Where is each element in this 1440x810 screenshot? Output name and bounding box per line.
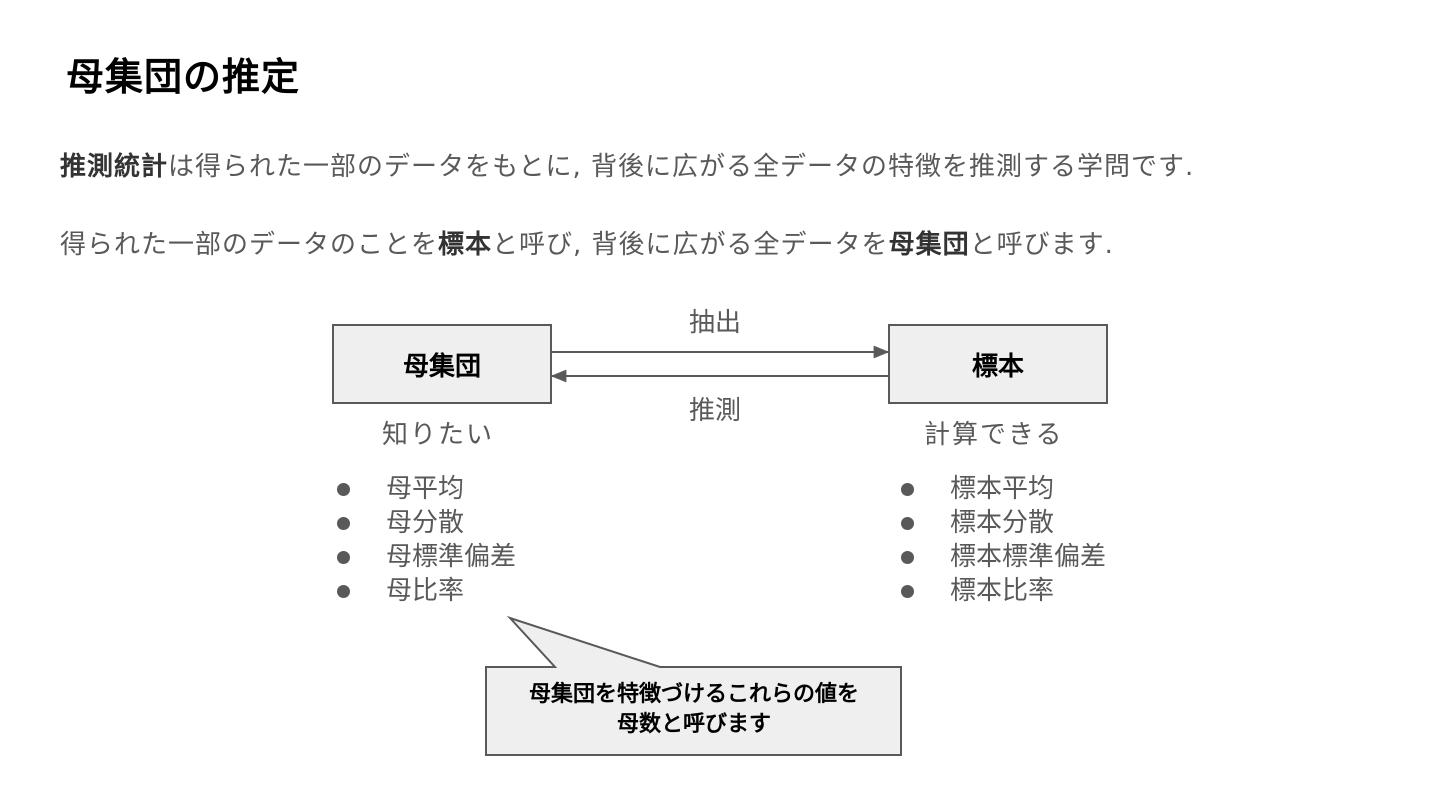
callout-bubble [485,615,902,756]
bullet-icon [901,551,914,564]
population-box: 母集団 [332,324,552,404]
list-item: 標本比率 [898,574,1106,608]
arrow-label-infer: 推測 [689,396,742,426]
bullet-icon [337,483,350,496]
bullet-icon [337,517,350,530]
sample-caption: 計算できる [924,420,1064,450]
intro-text-2b: と呼び, 背後に広がる全データを [492,230,889,260]
term-sample: 標本 [438,230,493,260]
list-item: 標本標準偏差 [898,540,1106,574]
arrow-label-extract: 抽出 [689,308,742,338]
bullet-icon [337,551,350,564]
population-caption: 知りたい [382,420,495,450]
list-item: 母標準偏差 [334,540,516,574]
list-item: 母分散 [334,506,516,540]
list-item: 標本分散 [898,506,1106,540]
intro-text-2c: と呼びます. [969,230,1114,260]
page-title: 母集団の推定 [66,55,301,99]
bullet-icon [901,585,914,598]
sample-box: 標本 [888,324,1108,404]
intro-text-2a: 得られた一部のデータのことを [60,230,439,260]
intro-paragraph-2: 得られた一部のデータのことを標本と呼び, 背後に広がる全データを母集団と呼びます… [60,224,1114,261]
callout-line-1: 母集団を特徴づけるこれらの値を [528,682,859,707]
list-item: 母比率 [334,574,516,608]
sample-statistic-list: 標本平均 標本分散 標本標準偏差 標本比率 [898,472,1106,608]
callout-text: 母集団を特徴づけるこれらの値を 母数と呼びます [488,680,900,740]
list-item: 母平均 [334,472,516,506]
bullet-icon [337,585,350,598]
population-parameter-list: 母平均 母分散 母標準偏差 母比率 [334,472,516,608]
bullet-icon [901,517,914,530]
term-population: 母集団 [888,230,970,260]
list-item: 標本平均 [898,472,1106,506]
bullet-icon [901,483,914,496]
intro-text-1: は得られた一部のデータをもとに, 背後に広がる全データの特徴を推測する学問です. [168,152,1195,182]
intro-paragraph-1: 推測統計は得られた一部のデータをもとに, 背後に広がる全データの特徴を推測する学… [60,146,1194,183]
term-inferential-statistics: 推測統計 [60,152,169,182]
callout-line-2: 母数と呼びます [616,712,771,737]
